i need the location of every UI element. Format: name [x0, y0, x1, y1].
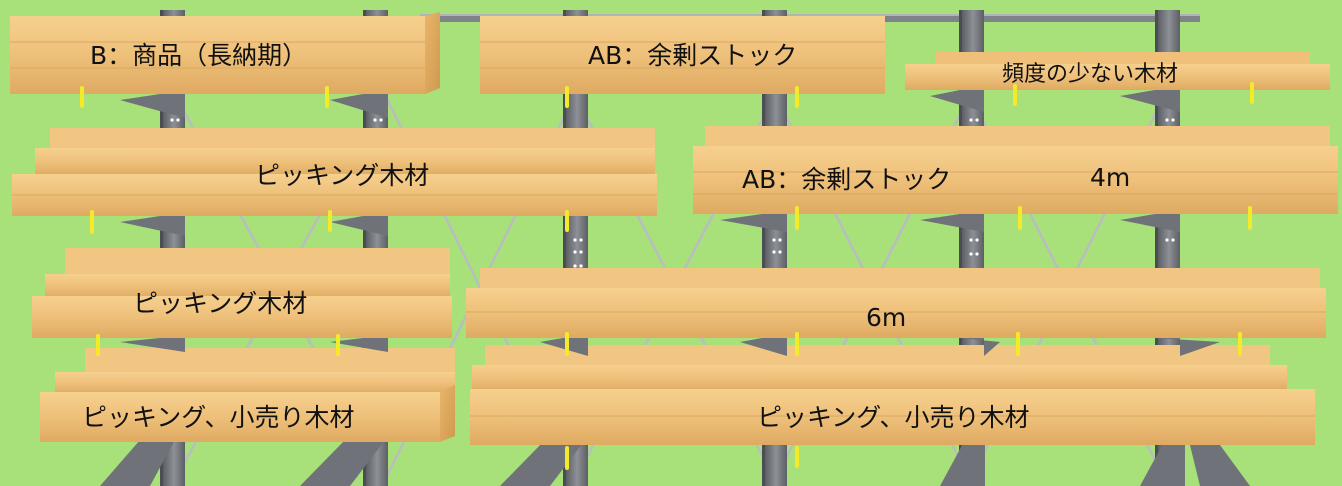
- label-infrequent: 頻度の少ない木材: [1002, 62, 1179, 87]
- label-picking-low-left: ピッキング木材: [133, 289, 308, 318]
- cantilever-arms: [120, 90, 1220, 356]
- lumber-bundle-picking-mid-left: [12, 128, 657, 216]
- label-picking-retail-left: ピッキング、小売り木材: [82, 403, 355, 432]
- rack-feet: [100, 440, 1250, 486]
- label-ab-surplus-mid: AB：余剰ストック: [742, 165, 952, 194]
- lumber-bundle-picking-retail-left: [40, 348, 455, 442]
- position-tags: [80, 82, 1254, 470]
- label-length-6m: 6m: [866, 303, 907, 332]
- lumber-bundle-6m: [466, 268, 1326, 338]
- lumber-bundle-b-long-lead: [10, 12, 440, 94]
- lumber-bundle-ab-surplus-top: [480, 16, 885, 94]
- label-length-4m: 4m: [1090, 163, 1131, 192]
- label-ab-surplus-top: AB：余剰ストック: [588, 41, 798, 70]
- label-b-long-lead: B：商品（長納期）: [90, 41, 308, 70]
- lumber-bundle-ab-surplus-mid: [693, 126, 1338, 214]
- label-picking-retail-right: ピッキング、小売り木材: [757, 403, 1030, 432]
- lumber-bundle-infrequent: [905, 52, 1330, 90]
- label-picking-mid-left: ピッキング木材: [255, 161, 430, 190]
- lumber-bundle-picking-low-left: [32, 248, 452, 338]
- lumber-bundle-picking-retail-right: [470, 345, 1315, 445]
